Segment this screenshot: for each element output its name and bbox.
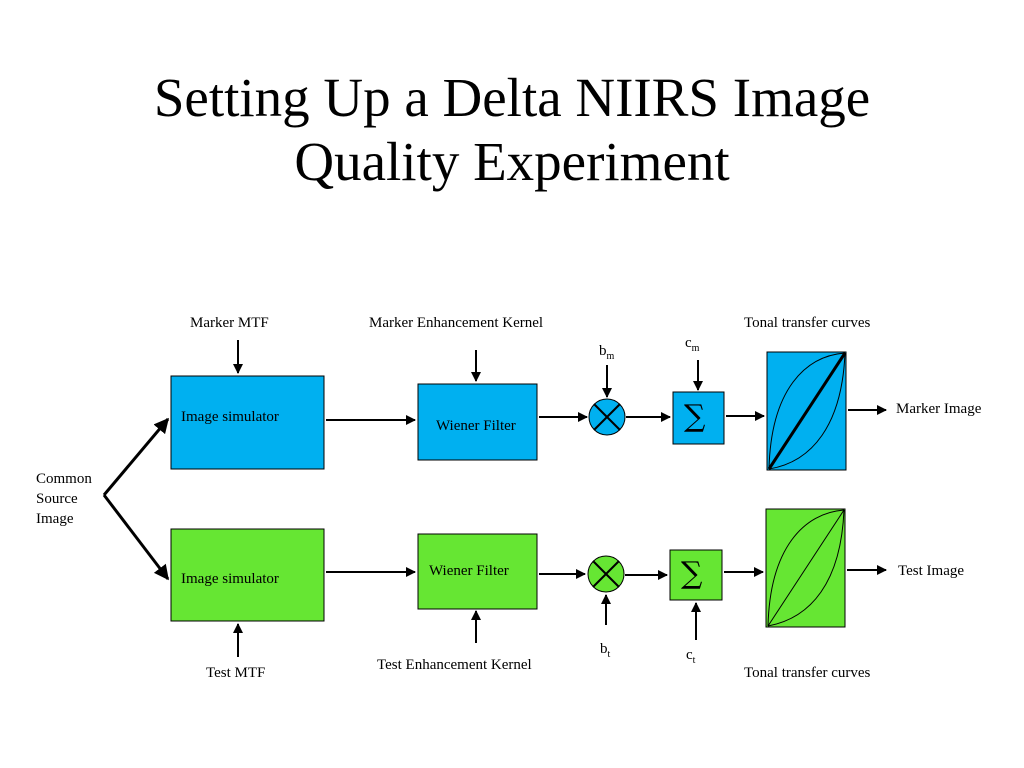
title-line-2: Quality Experiment <box>294 131 730 192</box>
wiener-filter-marker-box <box>417 383 538 461</box>
tonal-curves-bottom-label: Tonal transfer curves <box>744 665 871 681</box>
bt-base: b <box>600 641 608 657</box>
test-path-arrows <box>233 565 887 657</box>
source-line-2: Source <box>36 491 78 507</box>
tonal-curves-top-label: Tonal transfer curves <box>744 315 871 331</box>
image-simulator-marker-label: Image simulator <box>181 409 279 425</box>
tonal-curves-test-icon <box>767 509 845 627</box>
image-simulator-marker-box <box>170 375 325 470</box>
source-fork-arrows <box>102 417 170 581</box>
marker-mtf-label: Marker MTF <box>190 315 269 331</box>
summation-marker-box <box>672 391 725 445</box>
common-source-image-label: Common Source Image <box>36 469 92 529</box>
source-line-1: Common <box>36 471 92 487</box>
source-line-3: Image <box>36 511 74 527</box>
wiener-filter-marker-label: Wiener Filter <box>436 418 516 434</box>
image-simulator-test-box <box>170 528 325 622</box>
tonal-curves-marker-icon <box>767 352 847 470</box>
multiplier-marker-icon <box>588 398 626 436</box>
ct-label: ct <box>686 647 696 666</box>
test-kernel-label: Test Enhancement Kernel <box>377 657 532 673</box>
image-simulator-test-label: Image simulator <box>181 571 279 587</box>
cm-base: c <box>685 335 692 351</box>
wiener-filter-test-box <box>417 533 538 610</box>
bm-subscript: m <box>606 351 615 362</box>
wiener-filter-test-label: Wiener Filter <box>429 563 509 579</box>
bt-subscript: t <box>607 649 611 660</box>
slide-title: Setting Up a Delta NIIRS Image Quality E… <box>0 66 1024 194</box>
cm-label: cm <box>685 335 700 354</box>
ct-subscript: t <box>692 655 696 666</box>
test-image-label: Test Image <box>898 563 965 579</box>
title-line-1: Setting Up a Delta NIIRS Image <box>153 67 871 128</box>
marker-path-arrows <box>233 340 887 425</box>
summation-test-box <box>669 549 723 601</box>
sigma-test-icon: ∑ <box>681 556 703 591</box>
marker-image-label: Marker Image <box>896 401 982 417</box>
multiplier-test-icon <box>587 555 625 593</box>
ct-base: c <box>686 647 693 663</box>
marker-kernel-label: Marker Enhancement Kernel <box>369 315 544 331</box>
test-mtf-label: Test MTF <box>206 665 266 681</box>
bm-base: b <box>599 343 607 359</box>
bt-label: bt <box>600 641 611 660</box>
cm-subscript: m <box>691 343 700 354</box>
sigma-marker-icon: ∑ <box>684 399 706 434</box>
bm-label: bm <box>599 343 615 362</box>
